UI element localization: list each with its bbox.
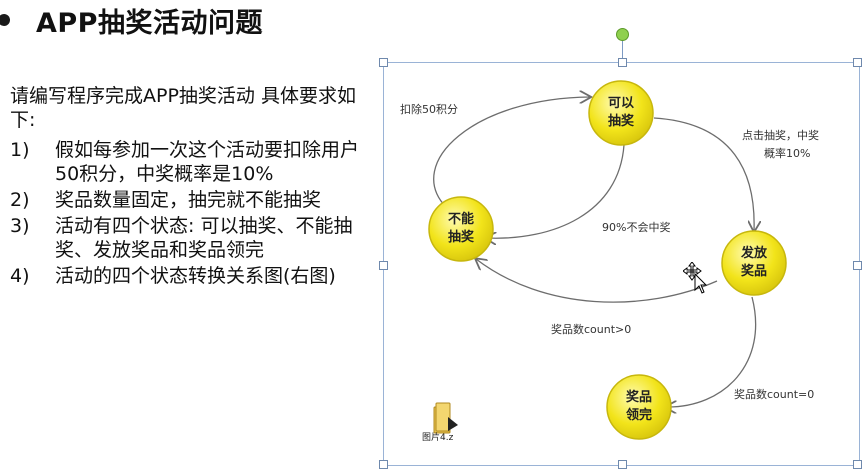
- edge-label-click-draw: 点击抽奖，中奖: [742, 128, 819, 142]
- requirement-item: 1) 假如每参加一次这个活动要扣除用户50积分，中奖概率是10%: [10, 138, 365, 186]
- edge-label-no-win: 90%不会中奖: [602, 220, 670, 234]
- state-label: 不能: [448, 211, 474, 227]
- edge-label-probability: 概率10%: [764, 146, 810, 160]
- state-label: 抽奖: [608, 113, 635, 129]
- edge-label-count-gt: 奖品数count>0: [551, 322, 631, 336]
- slide-body: 请编写程序完成APP抽奖活动 具体要求如下: 1) 假如每参加一次这个活动要扣除…: [10, 84, 365, 288]
- requirement-item: 2) 奖品数量固定，抽完就不能抽奖: [10, 188, 365, 212]
- state-prize-done: 奖品 领完: [606, 374, 672, 440]
- requirement-item: 4) 活动的四个状态转换关系图(右图): [10, 264, 365, 288]
- state-diagram: 可以 抽奖 不能 抽奖 发放 奖品 奖品 领完 扣除50积分 点击抽奖，中奖 概…: [400, 80, 819, 440]
- arrow-cannot-to-can: [433, 97, 590, 208]
- edge-label-deduct: 扣除50积分: [400, 102, 458, 116]
- resize-handle-top[interactable]: [618, 58, 627, 67]
- requirement-text: 奖品数量固定，抽完就不能抽奖: [55, 189, 322, 211]
- resize-handle-left[interactable]: [379, 261, 388, 270]
- state-label: 发放: [740, 245, 768, 261]
- resize-handle-bottom-right[interactable]: [853, 460, 862, 469]
- edge-label-count-eq: 奖品数count=0: [734, 387, 814, 401]
- state-can-draw: 可以 抽奖: [588, 80, 654, 146]
- slide-title: APP抽奖活动问题: [36, 7, 263, 39]
- bullet-icon: [0, 14, 10, 26]
- state-label: 可以: [608, 96, 634, 111]
- arrow-issue-to-done: [666, 296, 757, 407]
- state-cannot-draw: 不能 抽奖: [428, 196, 494, 262]
- intro-text: 请编写程序完成APP抽奖活动 具体要求如下:: [10, 85, 356, 131]
- move-cursor-icon: [683, 262, 708, 294]
- resize-handle-bottom[interactable]: [618, 460, 627, 469]
- requirement-number: 2): [10, 189, 30, 211]
- state-label: 领完: [626, 407, 652, 423]
- requirement-text: 假如每参加一次这个活动要扣除用户50积分，中奖概率是10%: [55, 139, 360, 185]
- resize-handle-top-left[interactable]: [379, 58, 388, 67]
- file-name[interactable]: 图片4.z: [422, 433, 454, 443]
- requirement-number: 4): [10, 265, 30, 287]
- requirement-number: 1): [10, 139, 30, 161]
- folder-icon[interactable]: [426, 392, 466, 442]
- state-label: 奖品: [741, 263, 767, 279]
- requirement-number: 3): [10, 215, 30, 237]
- state-issue-prize: 发放 奖品: [721, 230, 787, 296]
- requirement-item: 3) 活动有四个状态: 可以抽奖、不能抽奖、发放奖品和奖品领完: [10, 214, 365, 262]
- resize-handle-bottom-left[interactable]: [379, 460, 388, 469]
- arrow-can-to-issue: [653, 117, 754, 231]
- state-label: 奖品: [626, 389, 652, 405]
- rotate-handle[interactable]: [616, 28, 629, 41]
- title-row: APP抽奖活动问题: [0, 0, 263, 40]
- state-label: 抽奖: [448, 229, 475, 245]
- arrow-can-to-cannot: [486, 144, 625, 238]
- requirement-text: 活动有四个状态: 可以抽奖、不能抽奖、发放奖品和奖品领完: [55, 215, 353, 261]
- rotation-stem: [622, 38, 623, 62]
- requirement-text: 活动的四个状态转换关系图(右图): [55, 265, 336, 287]
- arrow-issue-to-cannot: [476, 259, 718, 303]
